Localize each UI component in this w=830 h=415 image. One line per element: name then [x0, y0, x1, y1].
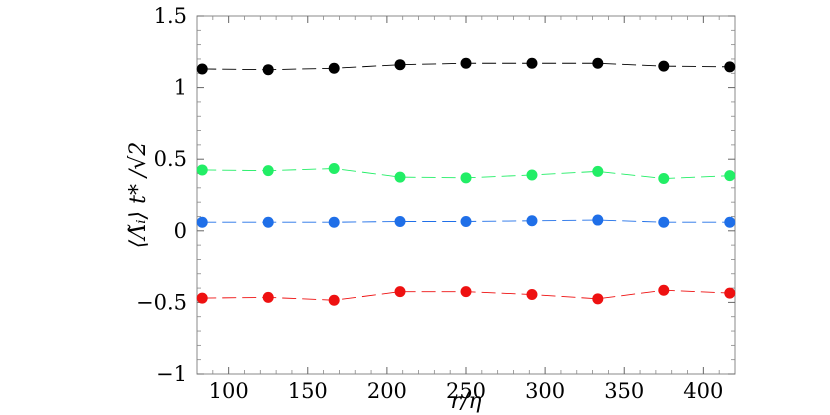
y-tick-label: −0.5	[136, 290, 187, 314]
data-point	[328, 62, 340, 74]
x-tick-label: 150	[288, 379, 328, 403]
data-point	[526, 215, 538, 227]
x-tick-label: 350	[604, 379, 644, 403]
y-tick-label: 0.5	[154, 147, 187, 171]
data-point	[394, 215, 406, 227]
plot-frame	[196, 15, 736, 375]
x-tick-label: 250	[446, 379, 486, 403]
data-point	[328, 163, 340, 175]
data-point	[394, 286, 406, 298]
data-point	[658, 173, 670, 185]
series-2	[196, 163, 736, 185]
data-point	[328, 216, 340, 228]
x-tick-label: 100	[209, 379, 249, 403]
data-point	[460, 57, 472, 69]
data-point	[526, 289, 538, 301]
data-point	[262, 165, 274, 177]
data-point	[592, 293, 604, 305]
data-point	[262, 216, 274, 228]
data-point	[592, 214, 604, 226]
data-point	[328, 294, 340, 306]
series-1	[196, 57, 736, 76]
y-tick-label: 0	[174, 219, 187, 243]
data-point	[394, 171, 406, 183]
data-point	[724, 61, 736, 73]
y-tick-label: 1.5	[154, 4, 187, 28]
y-tick-label: 1	[174, 76, 187, 100]
y-tick-label: −1	[156, 362, 187, 386]
x-tick-label: 400	[683, 379, 723, 403]
data-point	[658, 60, 670, 72]
data-point	[262, 64, 274, 76]
data-point	[460, 172, 472, 184]
data-point	[724, 287, 736, 299]
data-point	[724, 216, 736, 228]
series-layer	[196, 57, 736, 306]
data-point	[592, 165, 604, 177]
data-point	[460, 286, 472, 298]
data-point	[394, 59, 406, 71]
data-point	[196, 164, 208, 176]
data-point	[526, 169, 538, 181]
data-point	[724, 170, 736, 182]
y-axis-label: ⟨Λ̃ᵢ⟩ t* /√2	[126, 142, 151, 249]
x-axis-label: r/η	[450, 389, 481, 414]
data-point	[196, 292, 208, 304]
x-tick-label: 200	[367, 379, 407, 403]
data-point	[196, 216, 208, 228]
x-tick-label: 300	[525, 379, 565, 403]
series-3	[196, 214, 736, 228]
data-point	[592, 57, 604, 69]
data-point	[460, 215, 472, 227]
data-point	[196, 63, 208, 75]
data-point	[658, 284, 670, 296]
series-4	[196, 284, 736, 306]
data-point	[262, 291, 274, 303]
data-point	[658, 216, 670, 228]
data-point	[526, 57, 538, 69]
